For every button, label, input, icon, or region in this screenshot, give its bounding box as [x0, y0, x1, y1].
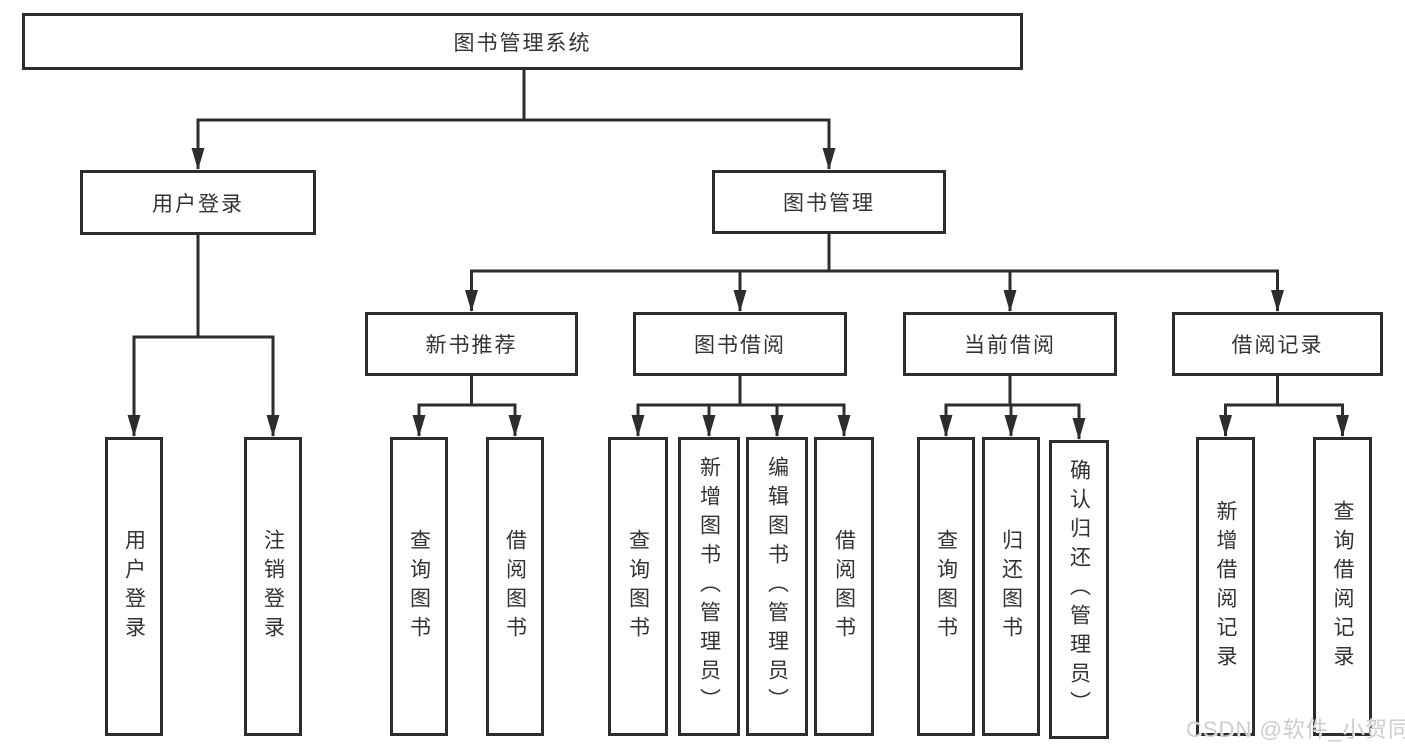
edges-book-borrow [631, 376, 851, 437]
node-leaf-br-add-record-label: 新增借阅记录 [1214, 499, 1238, 674]
node-leaf-user-login: 用户登录 [105, 437, 163, 736]
node-user-login-label: 用户登录 [152, 192, 244, 216]
node-leaf-bb-add-books-label: 新增图书（管理员） [697, 456, 721, 717]
node-book-mgmt: 图书管理 [712, 170, 946, 234]
node-user-login: 用户登录 [80, 170, 316, 235]
node-current-borrow-label: 当前借阅 [964, 334, 1056, 357]
node-leaf-rec-borrow-books-label: 借阅图书 [503, 528, 527, 645]
node-leaf-cb-query-books: 查询图书 [917, 437, 975, 736]
node-leaf-bb-query-books-label: 查询图书 [626, 528, 650, 645]
node-leaf-rec-borrow-books: 借阅图书 [486, 437, 544, 736]
edges-book-mgmt [465, 234, 1284, 312]
node-leaf-bb-query-books: 查询图书 [608, 437, 668, 736]
node-borrow-records: 借阅记录 [1172, 312, 1383, 376]
edges-current-borrow [939, 376, 1086, 440]
node-book-borrow: 图书借阅 [633, 312, 847, 376]
node-new-book-rec: 新书推荐 [365, 312, 578, 376]
node-leaf-bb-borrow-books-label: 借阅图书 [832, 528, 856, 645]
node-leaf-cb-return-books: 归还图书 [982, 437, 1040, 736]
edges-user-login [127, 235, 280, 437]
node-leaf-bb-borrow-books: 借阅图书 [814, 437, 874, 736]
node-new-book-rec-label: 新书推荐 [425, 334, 518, 357]
node-leaf-cb-confirm-return-label: 确认归还（管理员） [1067, 459, 1091, 720]
node-root-label: 图书管理系统 [453, 31, 592, 55]
node-leaf-logout: 注销登录 [244, 437, 302, 736]
node-leaf-bb-edit-books-label: 编辑图书（管理员） [765, 456, 789, 717]
node-leaf-cb-confirm-return: 确认归还（管理员） [1049, 440, 1109, 739]
node-leaf-br-query-record-label: 查询借阅记录 [1331, 499, 1355, 674]
edges-borrow-records [1219, 376, 1349, 437]
node-leaf-rec-query-books-label: 查询图书 [407, 528, 431, 645]
edges-root [191, 70, 836, 170]
node-leaf-user-login-label: 用户登录 [122, 528, 146, 645]
node-leaf-cb-return-books-label: 归还图书 [999, 528, 1023, 645]
node-leaf-bb-add-books: 新增图书（管理员） [678, 437, 740, 736]
node-leaf-bb-edit-books: 编辑图书（管理员） [746, 437, 808, 736]
node-leaf-br-add-record: 新增借阅记录 [1196, 437, 1255, 736]
edges-new-book-rec [412, 376, 522, 437]
node-borrow-records-label: 借阅记录 [1231, 334, 1324, 357]
node-book-mgmt-label: 图书管理 [783, 192, 875, 215]
node-leaf-br-query-record: 查询借阅记录 [1313, 437, 1372, 736]
node-leaf-cb-query-books-label: 查询图书 [934, 528, 958, 645]
node-root: 图书管理系统 [22, 13, 1023, 70]
csdn-watermark: CSDN @软件_小贺同学 [1186, 717, 1405, 742]
node-current-borrow: 当前借阅 [903, 312, 1117, 376]
node-leaf-logout-label: 注销登录 [261, 528, 285, 645]
node-book-borrow-label: 图书借阅 [694, 334, 786, 357]
node-leaf-rec-query-books: 查询图书 [390, 437, 448, 736]
